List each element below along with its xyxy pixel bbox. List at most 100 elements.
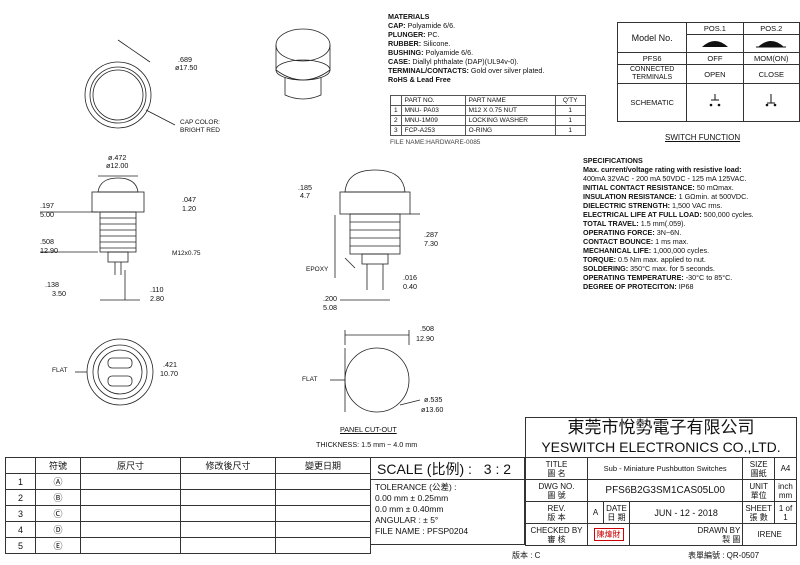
dim-197-mm: 5.00 — [40, 210, 54, 219]
spec-value: 0.5 Nm max. applied to nut. — [618, 255, 706, 264]
row-number: 5 — [5, 537, 36, 554]
tolerance-file: FILE NAME : PFSP0204 — [375, 526, 469, 536]
drawn-label-cn: 製 圖 — [722, 534, 741, 544]
table-row: PFS6 OFF MOM(ON) — [616, 52, 800, 65]
scale-tolerance-block: SCALE (比例) : 3 : 2 TOLERANCE (公差) : 0.00… — [370, 457, 525, 545]
dim-200-mm: 5.08 — [323, 303, 337, 312]
spec-key: ELECTRICAL LIFE AT FULL LOAD: — [583, 210, 702, 219]
spec-value: 1.5 mm(.059). — [640, 219, 686, 228]
spec-key: PLUNGER: — [388, 30, 426, 39]
spec-line: DEGREE OF PROTECITON: IP68 — [583, 282, 798, 291]
checked-stamp: 陳煒財 — [593, 528, 624, 541]
spec-line: BUSHING: Polyamide 6/6. — [388, 48, 588, 57]
dim-197: .197 — [40, 201, 54, 210]
spec-line: Max. current/voltage rating with resisti… — [583, 165, 798, 174]
spec-key: CASE: — [388, 57, 411, 66]
spec-value: Polyamide 6/6. — [425, 48, 474, 57]
dim-200: .200 — [323, 294, 337, 303]
table-row: 1 MNU- PA03 M12 X 0.75 NUT 1 — [390, 105, 586, 116]
cut-508: .508 — [420, 324, 434, 333]
flat-label-1: FLAT — [52, 367, 68, 374]
title-label-cn: 圖 名 — [547, 468, 566, 478]
specifications-lines: Max. current/voltage rating with resisti… — [583, 165, 798, 291]
row-symbol: Ⓓ — [35, 521, 81, 538]
pos1-cap-icon — [686, 34, 744, 53]
checked-label: CHECKED BY — [530, 525, 583, 535]
spec-line: OPERATING FORCE: 3N~6N. — [583, 228, 798, 237]
spec-value: 1,000,000 cycles. — [653, 246, 710, 255]
spec-value: 1 ms max. — [655, 237, 689, 246]
modified-header: 修改後尺寸 — [180, 457, 276, 474]
spec-line: CAP: Polyamide 6/6. — [388, 21, 588, 30]
spec-line: INITIAL CONTACT RESISTANCE: 50 mΩmax. — [583, 183, 798, 192]
spec-value: IP68 — [678, 282, 694, 291]
schematic-open-icon — [686, 83, 744, 122]
spec-key: CAP: — [388, 21, 406, 30]
unit-label-cn: 單位 — [750, 490, 767, 500]
rev-label: REV. — [547, 503, 566, 513]
pos2-label: POS.2 — [742, 22, 800, 35]
cell: PFS6 — [616, 52, 688, 65]
spec-key: MECHANICAL LIFE: — [583, 246, 652, 255]
spec-line: ELECTRICAL LIFE AT FULL LOAD: 500,000 cy… — [583, 210, 798, 219]
dim-016-mm: 0.40 — [403, 282, 417, 291]
sheet-value: 1 of 1 — [774, 501, 797, 524]
dim-421: .421 — [163, 360, 177, 369]
dwg-label: DWG NO. — [538, 481, 575, 491]
side-dia-mm-label: ø12.00 — [106, 161, 129, 170]
schematic-closed-icon — [742, 83, 800, 122]
symbol-header: 符號 — [35, 457, 81, 474]
cut-1290: 12.90 — [416, 334, 434, 343]
cell: CONNECTED TERMINALS — [616, 64, 688, 84]
spec-value: Gold over silver plated. — [470, 66, 545, 75]
spec-line: DIELECTRIC STRENGTH: 1,500 VAC rms. — [583, 201, 798, 210]
epoxy-label: EPOXY — [306, 266, 329, 273]
spec-key: BUSHING: — [388, 48, 424, 57]
cell: MOM(ON) — [742, 52, 800, 65]
spec-line: OPERATING TEMPERATURE: -30°C to 85°C. — [583, 273, 798, 282]
side-dia-label: ø.472 — [108, 153, 127, 162]
spec-line: CONTACT BOUNCE: 1 ms max. — [583, 237, 798, 246]
pos1-label: POS.1 — [686, 22, 744, 35]
spec-key: RUBBER: — [388, 39, 422, 48]
row-number: 1 — [5, 473, 36, 490]
row-number: 2 — [5, 489, 36, 506]
tolerance-angular: ANGULAR : ± 5° — [375, 515, 439, 525]
sheet-label: SHEET — [745, 503, 772, 513]
title-value: Sub - Miniature Pushbutton Switches — [586, 457, 744, 480]
dim-110-mm: 2.80 — [150, 294, 164, 303]
spec-value: Silicone. — [423, 39, 451, 48]
spec-value: 1 GΩmin. at 500VDC. — [678, 192, 749, 201]
switch-function-caption: SWITCH FUNCTION — [665, 133, 741, 142]
dim-047-mm: 1.20 — [182, 204, 196, 213]
spec-value: Diallyl phthalate (DAP)(UL94v-0). — [412, 57, 519, 66]
spec-line: TORQUE: 0.5 Nm max. applied to nut. — [583, 255, 798, 264]
row-symbol: Ⓐ — [35, 473, 81, 490]
spec-line: MECHANICAL LIFE: 1,000,000 cycles. — [583, 246, 798, 255]
file-name-hardware: FILE NAME:HARDWARE-0085 — [390, 139, 481, 146]
spec-key: DIELECTRIC STRENGTH: — [583, 201, 671, 210]
drawn-value: IRENE — [742, 523, 797, 546]
flat-label-2: FLAT — [302, 376, 318, 383]
dim-508-mm: 12.90 — [40, 246, 58, 255]
cell: 1 — [554, 125, 586, 136]
spec-line: PLUNGER: PC. — [388, 30, 588, 39]
dim-287-mm: 7.30 — [424, 239, 438, 248]
dim-508: .508 — [40, 237, 54, 246]
tolerance-line-1: 0.00 mm ± 0.25mm — [375, 493, 449, 503]
spec-key: SOLDERING: — [583, 264, 629, 273]
original-header: 原尺寸 — [80, 457, 181, 474]
tolerance-title: TOLERANCE (公差) : — [375, 482, 457, 492]
sheet-label-cn: 張 數 — [749, 512, 768, 522]
specifications-heading: SPECIFICATIONS — [583, 156, 643, 165]
unit-label: UNIT — [749, 481, 768, 491]
tolerance-line-2: 0.0 mm ± 0.40mm — [375, 504, 444, 514]
unit-value: inch mm — [774, 479, 797, 502]
parts-table: PART NO. PART NAME Q'TY 1 MNU- PA03 M12 … — [390, 95, 586, 136]
spec-key: Max. current/voltage rating with resisti… — [583, 165, 742, 174]
materials-heading: MATERIALS — [388, 12, 430, 21]
cut-dia-mm: ø13.60 — [421, 405, 444, 414]
